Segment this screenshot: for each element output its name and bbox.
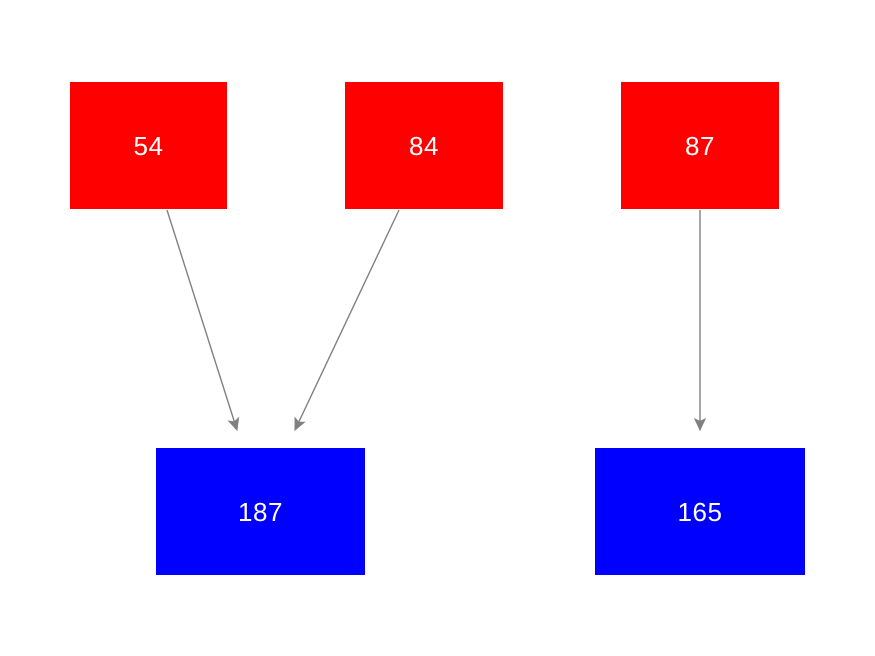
node-label: 187: [238, 496, 283, 527]
node-165[interactable]: 165: [595, 448, 805, 575]
node-label: 84: [409, 130, 439, 161]
node-label: 87: [685, 130, 715, 161]
node-84[interactable]: 84: [345, 82, 503, 209]
node-87[interactable]: 87: [621, 82, 779, 209]
node-187[interactable]: 187: [156, 448, 365, 575]
node-label: 165: [677, 496, 723, 527]
node-label: 54: [133, 130, 164, 161]
edge-group: [166, 209, 707, 432]
edge-84-to-187[interactable]: [294, 209, 400, 432]
node-54[interactable]: 54: [70, 82, 227, 209]
edge-54-to-187[interactable]: [166, 209, 240, 432]
